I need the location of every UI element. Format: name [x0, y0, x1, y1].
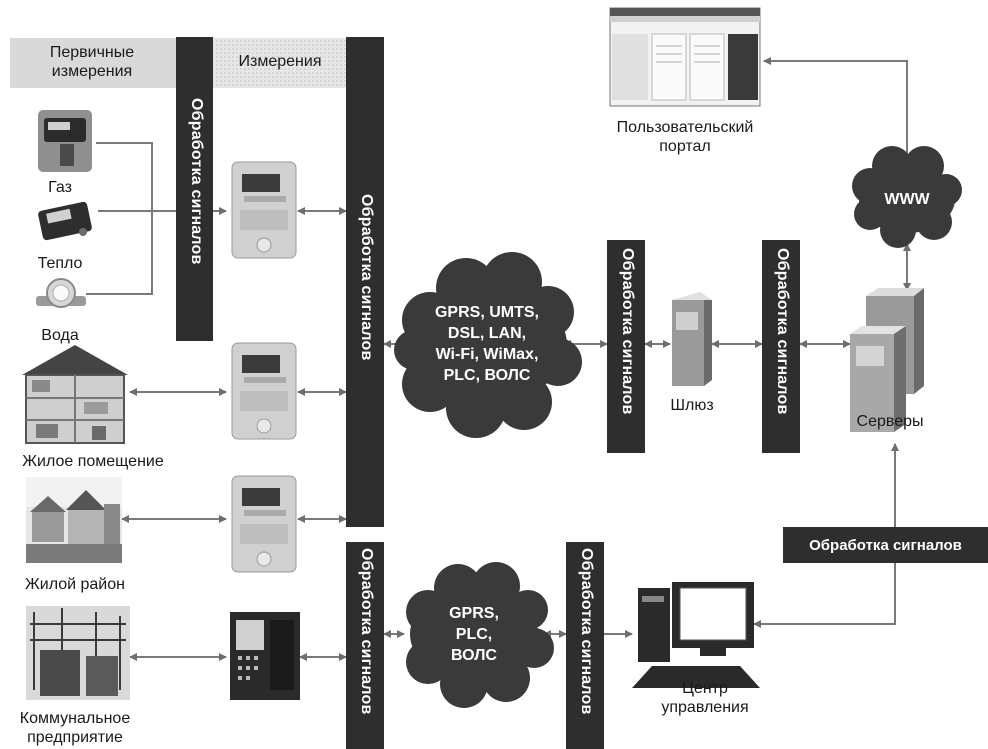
primary-header-bg: [10, 38, 176, 88]
lower-cloud-line-3: ВОЛС: [451, 647, 497, 664]
signal-processing-label-1: Обработка сигналов: [188, 98, 205, 265]
substation-icon: [26, 606, 130, 700]
measurements-header-bg: [213, 38, 347, 88]
gateway-server-icon: [672, 292, 712, 386]
portal-screenshot-icon: [609, 7, 761, 107]
network-cloud-lower: [406, 562, 554, 708]
servers-to-control-line: [753, 443, 899, 628]
signal-processing-bar-horizontal: Обработка сигналов: [783, 527, 988, 563]
signal-processing-bar-6: [566, 542, 604, 749]
main-cloud-line-3: Wi-Fi, WiMax,: [435, 346, 539, 363]
signal-processing-label-4: Обработка сигналов: [619, 248, 636, 415]
control-center-pc-icon: [632, 582, 760, 688]
www-to-portal-line: [763, 57, 908, 158]
lower-cloud-line-2: PLC,: [455, 626, 493, 643]
internet-cloud: [852, 146, 962, 248]
measurements-header: Измерения: [238, 53, 322, 70]
lower-cloud-text: GPRS, PLC, ВОЛС: [410, 603, 538, 666]
servers-label: Серверы: [856, 413, 924, 430]
gas-label: Газ: [48, 179, 72, 196]
signal-processing-bar-1: [176, 37, 213, 341]
controller-icon: [230, 612, 300, 700]
signal-processing-label-2: Обработка сигналов: [358, 194, 375, 361]
district-icon: [26, 477, 122, 563]
user-portal-label: Пользовательский портал: [616, 119, 754, 155]
main-cloud-line-2: DSL, LAN,: [447, 325, 527, 342]
network-cloud-main: [394, 252, 582, 438]
heat-meter-icon: [38, 201, 92, 241]
signal-processing-bar-2: [346, 37, 384, 527]
control-center-label: Центр управления: [661, 680, 749, 716]
primary-measurements-header: Первичные измерения: [49, 44, 135, 80]
heat-label: Тепло: [37, 255, 83, 272]
signal-processing-label-6: Обработка сигналов: [578, 548, 595, 715]
primary-meters-bracket: [86, 142, 153, 295]
internet-cloud-text: WWW: [884, 191, 930, 208]
main-cloud-line-4: PLC, ВОЛС: [443, 367, 531, 384]
water-meter-icon: [36, 278, 86, 308]
smart-meter-3-icon: [231, 475, 297, 573]
main-cloud-text: GPRS, UMTS, DSL, LAN, Wi-Fi, WiMax, PLC,…: [410, 302, 564, 386]
signal-processing-bar-4: [607, 240, 645, 453]
servers-icon: [850, 288, 924, 432]
utility-label: Коммунальное предприятие: [19, 710, 131, 746]
signal-processing-bar-3: [346, 542, 384, 749]
residential-premises-label: Жилое помещение: [22, 453, 164, 470]
connectors: [98, 57, 911, 661]
smart-meter-2-icon: [231, 342, 297, 440]
residential-district-label: Жилой район: [25, 576, 125, 593]
gateway-label: Шлюз: [670, 397, 714, 414]
water-label: Вода: [41, 327, 79, 344]
main-cloud-line-1: GPRS, UMTS,: [434, 304, 539, 321]
lower-cloud-line-1: GPRS,: [449, 605, 499, 622]
signal-processing-label-3: Обработка сигналов: [358, 548, 375, 715]
house-icon: [22, 345, 128, 444]
signal-processing-label-5: Обработка сигналов: [774, 248, 791, 415]
gas-meter-icon: [38, 110, 92, 172]
signal-processing-bar-5: [762, 240, 800, 453]
smart-meter-1-icon: [231, 161, 297, 259]
